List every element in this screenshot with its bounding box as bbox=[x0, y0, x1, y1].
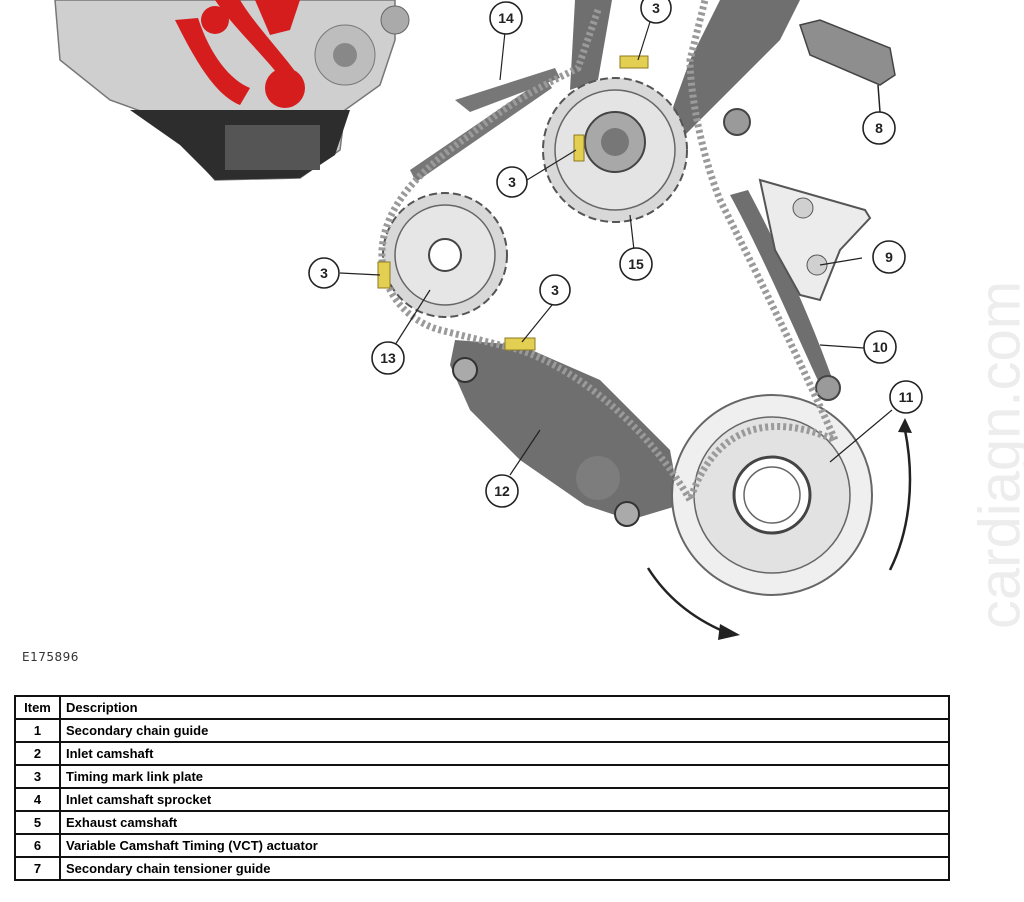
item-number: 7 bbox=[14, 856, 61, 881]
timing-mark-link-plates bbox=[377, 55, 649, 351]
camshaft-sprocket-15 bbox=[542, 77, 688, 223]
svg-text:3: 3 bbox=[320, 265, 328, 281]
table-row: 1 Secondary chain guide bbox=[14, 718, 950, 743]
chain-guide-12 bbox=[450, 340, 680, 527]
item-description: Secondary chain tensioner guide bbox=[59, 856, 950, 881]
item-number: 6 bbox=[14, 833, 61, 858]
callout-11: 11 bbox=[889, 380, 923, 414]
leader-lines bbox=[339, 21, 893, 476]
item-number: 5 bbox=[14, 810, 61, 835]
svg-text:15: 15 bbox=[628, 256, 644, 272]
bracket-9 bbox=[758, 178, 872, 302]
callout-3-upper-sprocket: 3 bbox=[496, 166, 528, 198]
item-number: 4 bbox=[14, 787, 61, 812]
callout-9: 9 bbox=[872, 240, 906, 274]
svg-text:3: 3 bbox=[508, 174, 516, 190]
svg-text:14: 14 bbox=[498, 10, 514, 26]
engine-thumbnail bbox=[54, 0, 410, 181]
rotation-arrow-upper bbox=[888, 429, 912, 571]
watermark: cardiagn.com bbox=[967, 280, 1024, 630]
secondary-chain-guide bbox=[570, 0, 612, 90]
svg-text:13: 13 bbox=[380, 350, 396, 366]
item-description: Exhaust camshaft bbox=[59, 810, 950, 835]
table-row: 5 Exhaust camshaft bbox=[14, 810, 950, 835]
svg-text:8: 8 bbox=[875, 120, 883, 136]
item-description: Variable Camshaft Timing (VCT) actuator bbox=[59, 833, 950, 858]
callout-15: 15 bbox=[619, 247, 653, 281]
callout-3-lower: 3 bbox=[539, 274, 571, 306]
item-description: Inlet camshaft sprocket bbox=[59, 787, 950, 812]
callout-8: 8 bbox=[862, 111, 896, 145]
column-header-item: Item bbox=[14, 695, 61, 720]
table-row: 4 Inlet camshaft sprocket bbox=[14, 787, 950, 812]
svg-text:3: 3 bbox=[652, 0, 660, 16]
svg-text:12: 12 bbox=[494, 483, 510, 499]
callout-3-top: 3 bbox=[640, 0, 672, 24]
callout-14: 14 bbox=[489, 1, 523, 35]
item-description: Timing mark link plate bbox=[59, 764, 950, 789]
table-header-row: Item Description bbox=[14, 695, 950, 720]
item-number: 2 bbox=[14, 741, 61, 766]
tensioner-8 bbox=[799, 19, 896, 113]
callout-3-left: 3 bbox=[308, 257, 340, 289]
figure-id: E175896 bbox=[22, 650, 79, 664]
item-description: Inlet camshaft bbox=[59, 741, 950, 766]
rotation-arrow-lower bbox=[646, 567, 726, 634]
tensioner-guide-10 bbox=[730, 190, 841, 401]
upper-tensioner-guide bbox=[672, 0, 800, 140]
svg-text:3: 3 bbox=[551, 282, 559, 298]
rotation-arrowhead-upper bbox=[898, 418, 912, 433]
callout-10: 10 bbox=[863, 330, 897, 364]
item-number: 1 bbox=[14, 718, 61, 743]
callout-13: 13 bbox=[371, 341, 405, 375]
item-number: 3 bbox=[14, 764, 61, 789]
svg-text:9: 9 bbox=[885, 249, 893, 265]
rotation-arrowhead-lower bbox=[718, 624, 740, 640]
camshaft-sprocket-13 bbox=[382, 192, 508, 318]
table-row: 3 Timing mark link plate bbox=[14, 764, 950, 789]
svg-text:11: 11 bbox=[899, 389, 914, 405]
table-row: 6 Variable Camshaft Timing (VCT) actuato… bbox=[14, 833, 950, 858]
item-description: Secondary chain guide bbox=[59, 718, 950, 743]
timing-chain bbox=[378, 0, 842, 509]
callout-12: 12 bbox=[485, 474, 519, 508]
item-description-table: Item Description 1 Secondary chain guide… bbox=[14, 695, 950, 881]
table-row: 2 Inlet camshaft bbox=[14, 741, 950, 766]
table-row: 7 Secondary chain tensioner guide bbox=[14, 856, 950, 881]
timing-chain-diagram: 3 3 3 3 14 8 9 10 11 12 13 15 3 bbox=[54, 0, 923, 640]
svg-text:10: 10 bbox=[872, 339, 888, 355]
column-header-description: Description bbox=[59, 695, 950, 720]
